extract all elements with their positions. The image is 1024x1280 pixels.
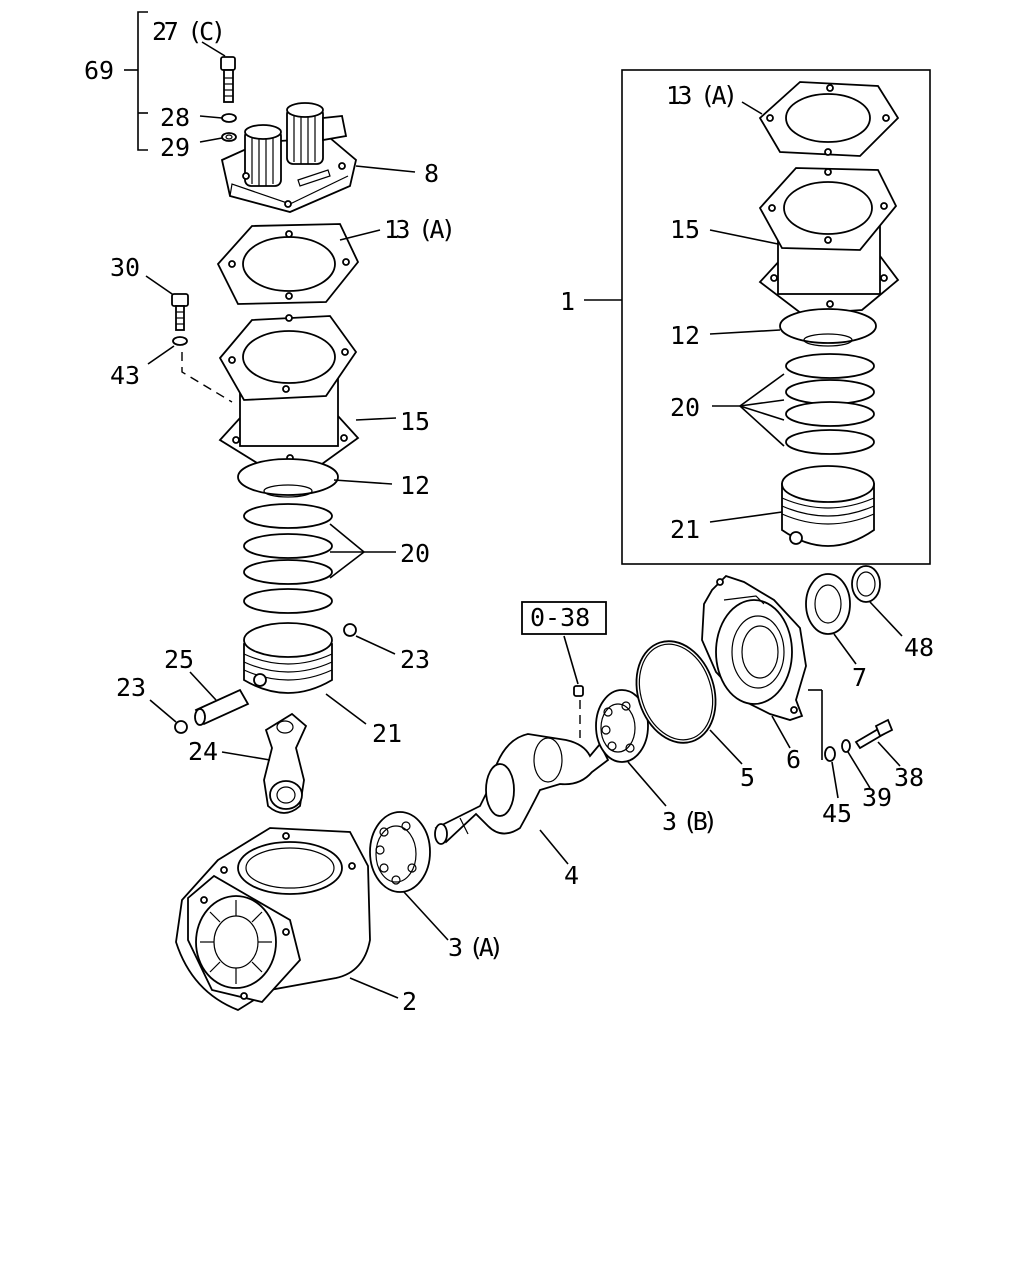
- label-20-left: 20: [400, 539, 430, 568]
- piston-pin-25: [189, 671, 250, 726]
- label-8: 8: [424, 159, 439, 188]
- label-21-left: 21: [372, 719, 402, 748]
- label-27c: 27 (C): [152, 17, 226, 46]
- label-12-left: 12: [400, 471, 430, 500]
- label-1: 1: [560, 287, 575, 316]
- washer-29: [199, 132, 237, 143]
- piston-rings-20-box: [712, 353, 875, 455]
- seal-7: [805, 573, 857, 665]
- gasket-12-box: [709, 308, 877, 347]
- callout-labels: 69 27 (C) 28 29 8 13 (A) 30 43 15 12 20 …: [84, 17, 934, 1016]
- label-25: 25: [164, 645, 194, 674]
- label-13a-box: 13 (A): [666, 81, 738, 110]
- o-ring-5: [635, 640, 743, 765]
- label-69: 69: [84, 56, 114, 85]
- label-15-box: 15: [670, 215, 700, 244]
- label-15-left: 15: [400, 407, 430, 436]
- kit-box-1: [584, 69, 931, 565]
- crankcase-2: [175, 827, 399, 1012]
- gasket-13a-box: [741, 81, 900, 157]
- bearing-3a: [369, 811, 449, 941]
- kit-69-bracket: [124, 11, 148, 151]
- label-30: 30: [110, 253, 140, 282]
- circlip-23-right: [343, 623, 396, 655]
- connecting-rod-24: [221, 712, 308, 814]
- label-38: 38: [894, 763, 924, 792]
- label-21-box: 21: [670, 515, 700, 544]
- gasket-12-left: [237, 458, 393, 498]
- circlip-23-left: [149, 699, 188, 734]
- label-28: 28: [160, 103, 190, 132]
- bearing-cover-6: [701, 574, 823, 760]
- piston-rings-20-left: [243, 503, 396, 614]
- bolt-38: [854, 718, 901, 767]
- label-3a: 3 (A): [448, 933, 504, 962]
- label-45: 45: [822, 799, 852, 828]
- gasket-13a-left: [216, 223, 381, 305]
- label-29: 29: [160, 133, 190, 162]
- label-13a-left: 13 (A): [384, 215, 456, 244]
- cylinder-15-left: [218, 314, 397, 467]
- label-3b: 3 (B): [662, 807, 718, 836]
- label-4: 4: [564, 861, 579, 890]
- label-6: 6: [786, 745, 801, 774]
- label-5: 5: [740, 763, 755, 792]
- piston-21-box: [709, 465, 875, 547]
- label-12-box: 12: [670, 321, 700, 350]
- washer-43: [147, 336, 233, 403]
- label-20-box: 20: [670, 393, 700, 422]
- cylinder-head-8: [220, 102, 416, 213]
- label-24: 24: [188, 737, 218, 766]
- label-48: 48: [904, 633, 934, 662]
- label-43: 43: [110, 361, 140, 390]
- washer-45: [824, 746, 839, 799]
- label-23-left: 23: [116, 673, 146, 702]
- seal-48: [851, 565, 903, 637]
- key-0-38: [521, 601, 607, 738]
- label-0-38: 0-38: [530, 603, 590, 632]
- bolt-30: [145, 275, 189, 331]
- crankshaft-4: [434, 733, 610, 865]
- washer-28: [199, 113, 237, 123]
- cylinder-15-box: [709, 167, 900, 315]
- washer-39: [841, 739, 871, 789]
- label-7: 7: [852, 663, 867, 692]
- label-2: 2: [402, 987, 417, 1016]
- bolt-27c: [201, 41, 236, 103]
- bearing-3b: [595, 689, 667, 807]
- piston-21-left: [243, 622, 367, 725]
- label-39: 39: [862, 783, 892, 812]
- label-23-right: 23: [400, 645, 430, 674]
